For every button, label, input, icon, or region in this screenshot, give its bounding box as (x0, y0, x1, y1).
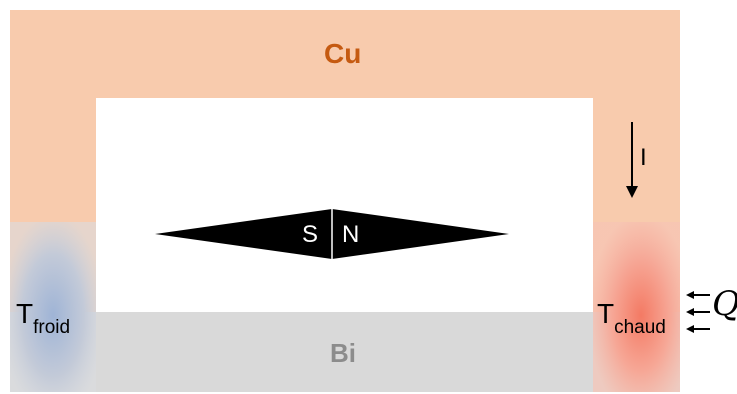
cold-temperature-label: Tfroid (16, 298, 70, 338)
copper-conductor (10, 10, 680, 312)
cold-temperature-symbol: T (16, 298, 34, 329)
current-arrow-icon (626, 122, 638, 198)
hot-temperature-symbol: T (597, 298, 615, 329)
cold-junction (10, 222, 96, 392)
heat-label: Q (712, 287, 737, 321)
magnet-north-label: N (342, 221, 360, 248)
current-label: I (640, 144, 647, 171)
bismuth-conductor (10, 312, 680, 392)
hot-temperature-label: Tchaud (597, 298, 666, 338)
inner-window (96, 98, 593, 312)
copper-label: Cu (324, 38, 362, 69)
hot-temperature-subscript: chaud (614, 317, 666, 338)
bismuth-label: Bi (330, 338, 356, 368)
hot-junction (593, 222, 680, 392)
heat-arrows-icon (686, 291, 710, 333)
cold-temperature-subscript: froid (33, 317, 71, 338)
magnet-south-label: S (302, 221, 319, 248)
